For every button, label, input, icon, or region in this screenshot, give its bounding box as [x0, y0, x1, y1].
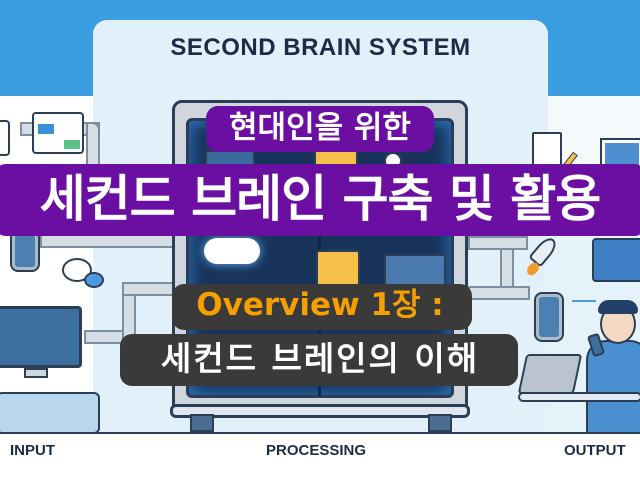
blueprint-icon: [592, 238, 640, 282]
chat-bubble-icon: [62, 258, 92, 282]
input-desk: [0, 392, 100, 434]
subtitle: 현대인을 위한: [229, 110, 411, 146]
monitor-stand: [24, 368, 48, 378]
pipe-output-lower-horizontal: [468, 286, 530, 300]
processing-label: PROCESSING: [266, 442, 367, 459]
web-page-image-block: [38, 124, 54, 134]
chapter-title: 세컨드 브레인의 이해: [160, 339, 480, 378]
chapter-label: Overview 1장 :: [196, 287, 444, 323]
document-icon: [0, 120, 10, 156]
output-label: OUTPUT: [564, 442, 626, 459]
server-leg-right: [428, 414, 452, 432]
arrow-icon: [572, 300, 596, 302]
chapter-label-outline-box: [172, 284, 472, 330]
smartphone-icon: [12, 232, 38, 270]
server-base: [170, 404, 470, 418]
stage-label-strip: [0, 432, 640, 480]
cloud-icon: [204, 238, 260, 264]
desktop-monitor-icon: [0, 306, 82, 368]
folder-icon-2: [316, 250, 360, 286]
input-label: INPUT: [10, 442, 55, 459]
web-page-green-block: [64, 140, 80, 149]
web-page-icon: [32, 112, 84, 154]
server-leg-left: [190, 414, 214, 432]
person-hair: [598, 300, 638, 314]
main-title: 세컨드 브레인 구축 및 활용: [39, 170, 602, 228]
subtitle-outline-box: [206, 106, 434, 152]
pipe-input-middle: [40, 234, 180, 248]
chat-bubble-blue-icon: [84, 272, 104, 288]
output-desk: [518, 392, 640, 402]
banner-title: SECOND BRAIN SYSTEM: [170, 34, 471, 61]
smartphone-output-icon: [536, 294, 562, 340]
main-title-outline-box: [0, 164, 640, 236]
pipe-output-middle: [468, 236, 528, 250]
chapter-title-outline-box: [120, 334, 518, 386]
laptop-icon: [517, 354, 583, 394]
folder-blue-icon: [384, 254, 446, 288]
